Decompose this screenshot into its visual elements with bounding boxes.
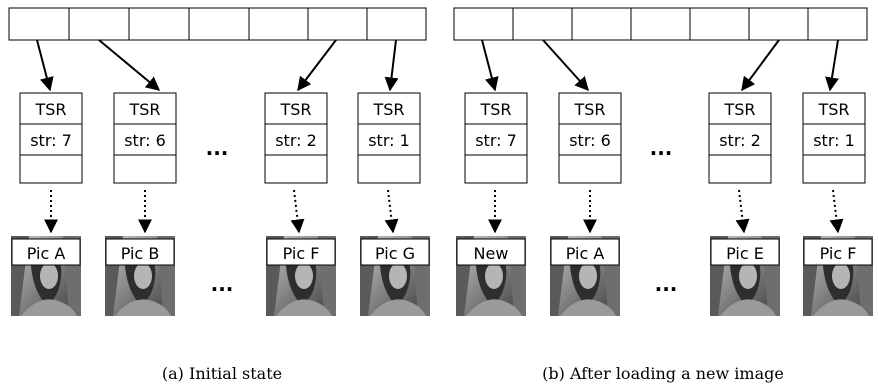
tsr-strength: str: 2 bbox=[275, 131, 317, 150]
array-slot bbox=[307, 7, 368, 41]
image-tile: Pic G bbox=[358, 236, 432, 316]
tsr-to-image-arrow bbox=[290, 189, 305, 234]
tsr-strength: str: 7 bbox=[475, 131, 517, 150]
image-ellipsis: ... bbox=[655, 272, 678, 296]
tsr-box: TSR str: 1 bbox=[802, 92, 866, 184]
array-slot bbox=[571, 7, 632, 41]
tsr-box: TSR str: 6 bbox=[558, 92, 622, 184]
tsr-box: TSR str: 2 bbox=[708, 92, 772, 184]
image-tile: Pic A bbox=[548, 236, 622, 316]
tsr-title: TSR bbox=[479, 100, 511, 119]
slot-array bbox=[8, 7, 427, 41]
tsr-to-image-arrow bbox=[735, 189, 750, 234]
caption: (a) Initial state bbox=[162, 364, 282, 383]
array-slot bbox=[128, 7, 190, 41]
image-tile: New bbox=[454, 236, 528, 316]
tsr-strength: str: 6 bbox=[569, 131, 611, 150]
tsr-strength: str: 7 bbox=[30, 131, 72, 150]
panel-a: TSR str: 7 TSR str: 6 TSR str: 2 TSR str… bbox=[8, 7, 432, 383]
tsr-box: TSR str: 6 bbox=[113, 92, 177, 184]
slot-to-tsr-arrow bbox=[741, 39, 780, 92]
image-label: Pic E bbox=[726, 244, 764, 263]
image-label: Pic F bbox=[283, 244, 320, 263]
array-slot bbox=[689, 7, 750, 41]
panel-b: TSR str: 7 TSR str: 6 TSR str: 2 TSR str… bbox=[453, 7, 875, 383]
array-slot bbox=[68, 7, 130, 41]
tsr-title: TSR bbox=[573, 100, 605, 119]
array-slot bbox=[188, 7, 250, 41]
tsr-title: TSR bbox=[372, 100, 404, 119]
tsr-title: TSR bbox=[279, 100, 311, 119]
slot-to-tsr-arrow bbox=[481, 39, 499, 92]
image-tile: Pic A bbox=[9, 236, 83, 316]
slot-to-tsr-arrow bbox=[542, 39, 589, 92]
image-label: New bbox=[474, 244, 509, 263]
tsr-to-image-arrow bbox=[384, 189, 399, 234]
array-slot bbox=[8, 7, 70, 41]
tsr-ellipsis: ... bbox=[206, 136, 229, 160]
array-slot bbox=[248, 7, 309, 41]
tsr-box: TSR str: 2 bbox=[264, 92, 328, 184]
tsr-title: TSR bbox=[34, 100, 66, 119]
image-tile: Pic F bbox=[264, 236, 338, 316]
tsr-strength: str: 2 bbox=[719, 131, 761, 150]
slot-array bbox=[453, 7, 868, 41]
array-slot bbox=[512, 7, 573, 41]
tsr-box: TSR str: 1 bbox=[357, 92, 421, 184]
image-tile: Pic B bbox=[103, 236, 177, 316]
image-tile: Pic F bbox=[801, 236, 875, 316]
image-ellipsis: ... bbox=[211, 272, 234, 296]
tsr-title: TSR bbox=[128, 100, 160, 119]
image-label: Pic A bbox=[566, 244, 605, 263]
tsr-strength: str: 1 bbox=[813, 131, 855, 150]
caption: (b) After loading a new image bbox=[542, 364, 784, 383]
image-label: Pic A bbox=[27, 244, 66, 263]
image-label: Pic G bbox=[375, 244, 415, 263]
tsr-strength: str: 1 bbox=[368, 131, 410, 150]
slot-to-tsr-arrow bbox=[297, 39, 337, 92]
tsr-ellipsis: ... bbox=[650, 136, 673, 160]
array-slot bbox=[807, 7, 868, 41]
slot-to-tsr-arrow bbox=[98, 39, 161, 91]
slot-to-tsr-arrow bbox=[384, 39, 399, 92]
slot-to-tsr-arrow bbox=[825, 39, 839, 92]
image-label: Pic F bbox=[820, 244, 857, 263]
tsr-title: TSR bbox=[817, 100, 849, 119]
tsr-title: TSR bbox=[723, 100, 755, 119]
array-slot bbox=[748, 7, 809, 41]
tsr-strength: str: 6 bbox=[124, 131, 166, 150]
tsr-to-image-arrow bbox=[829, 189, 844, 234]
image-label: Pic B bbox=[121, 244, 160, 263]
tsr-box: TSR str: 7 bbox=[19, 92, 83, 184]
image-tile: Pic E bbox=[708, 236, 782, 316]
array-slot bbox=[630, 7, 691, 41]
tsr-box: TSR str: 7 bbox=[464, 92, 528, 184]
array-slot bbox=[366, 7, 427, 41]
array-slot bbox=[453, 7, 514, 41]
slot-to-tsr-arrow bbox=[36, 39, 54, 92]
